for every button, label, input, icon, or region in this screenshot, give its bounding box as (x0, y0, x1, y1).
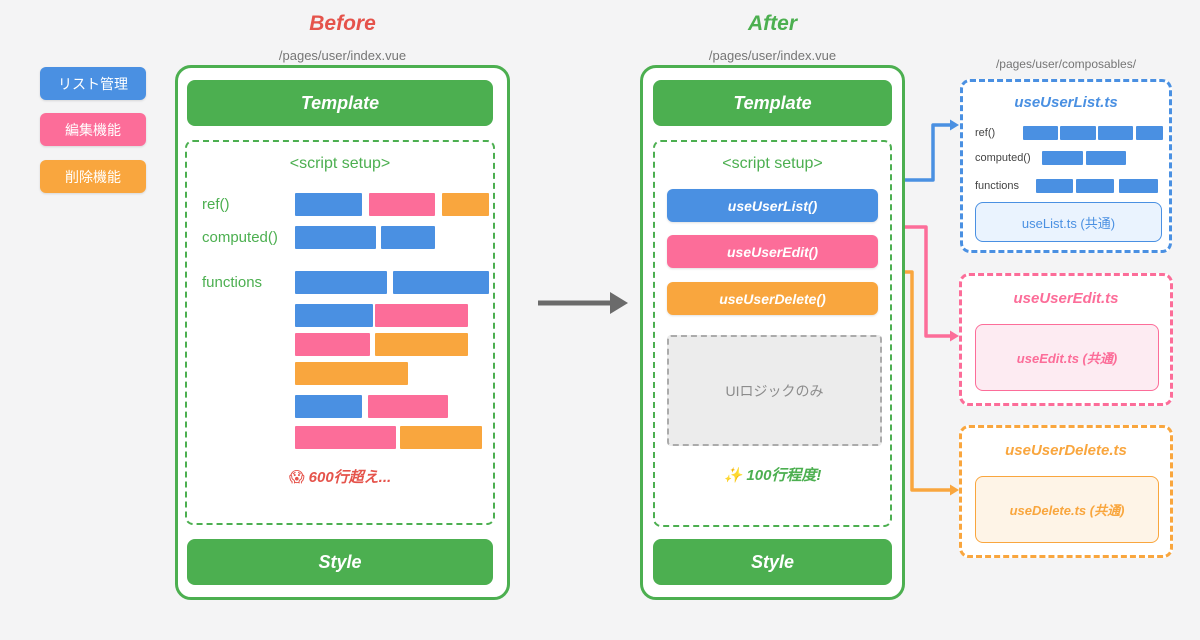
legend-edit-chip: 編集機能 (40, 113, 146, 146)
code-bar-blue (381, 226, 435, 249)
use-user-edit-button: useUserEdit() (667, 235, 878, 268)
code-bar-blue (1036, 179, 1073, 193)
code-bar-orange (375, 333, 468, 356)
legend-delete-chip: 削除機能 (40, 160, 146, 193)
before-computed-label: computed() (202, 229, 278, 246)
after-line-count-note: ✨ 100行程度! (723, 466, 822, 484)
code-bar-pink (368, 395, 448, 418)
uselist-code-bars (963, 82, 1169, 250)
legend-list-chip: リスト管理 (40, 67, 146, 100)
before-title: Before (309, 12, 376, 35)
use-user-delete-file-title: useUserDelete.ts (1005, 441, 1127, 459)
legend-edit-label: 編集機能 (65, 121, 121, 138)
legend-delete-label: 削除機能 (65, 168, 121, 185)
code-bar-blue (295, 304, 373, 327)
before-ref-label: ref() (202, 196, 230, 213)
uselist-connector-line (903, 119, 959, 182)
code-bar-blue (393, 271, 489, 294)
after-path: /pages/user/index.vue (708, 47, 837, 63)
code-bar-blue (1023, 126, 1058, 140)
before-line-count-note: 😱 600行超え... (288, 468, 392, 486)
useedit-shared-box: useEdit.ts (共通) (975, 324, 1159, 391)
before-functions-label: functions (202, 274, 263, 291)
composables-path: /pages/user/composables/ (995, 56, 1137, 71)
code-bar-blue (295, 226, 376, 249)
use-user-list-file-box: useUserList.ts ref() computed() function… (960, 79, 1172, 253)
before-to-after-arrow (538, 292, 628, 314)
code-bar-blue (1098, 126, 1133, 140)
code-bar-blue (1060, 126, 1096, 140)
code-bar-blue (295, 193, 362, 216)
code-bar-blue (1042, 151, 1083, 165)
code-bar-blue (1136, 126, 1163, 140)
before-path: /pages/user/index.vue (278, 47, 407, 63)
uselist-functions-label: functions (975, 180, 1020, 192)
uselist-shared-box: useList.ts (共通) (975, 202, 1162, 242)
after-script-setup-label: <script setup> (722, 155, 823, 172)
before-code-bars (187, 142, 493, 523)
use-user-list-button: useUserList() (667, 189, 878, 222)
use-user-list-file-title: useUserList.ts (1014, 93, 1118, 111)
before-template-header: Template (187, 80, 493, 126)
after-style-header: Style (653, 539, 892, 585)
before-script-setup-label: <script setup> (289, 155, 391, 172)
code-bar-blue (1086, 151, 1126, 165)
usedelete-connector-line (903, 270, 959, 496)
before-style-header: Style (187, 539, 493, 585)
code-bar-blue (1076, 179, 1114, 193)
code-bar-pink (375, 304, 468, 327)
useedit-connector-line (903, 225, 959, 342)
code-bar-orange (442, 193, 489, 216)
use-user-delete-file-box: useUserDelete.ts useDelete.ts (共通) (959, 425, 1173, 558)
code-bar-pink (295, 426, 396, 449)
code-bar-blue (295, 395, 362, 418)
code-bar-orange (295, 362, 408, 385)
use-user-delete-button: useUserDelete() (667, 282, 878, 315)
before-script-setup-box: <script setup> ref() computed() function… (185, 140, 495, 525)
use-user-edit-file-title: useUserEdit.ts (1013, 289, 1119, 307)
after-title: After (747, 12, 797, 35)
after-template-header: Template (653, 80, 892, 126)
code-bar-pink (295, 333, 370, 356)
after-script-setup-box: <script setup> useUserList() useUserEdit… (653, 140, 892, 527)
usedelete-shared-box: useDelete.ts (共通) (975, 476, 1159, 543)
code-bar-blue (295, 271, 387, 294)
uselist-ref-label: ref() (975, 127, 996, 139)
code-bar-orange (400, 426, 482, 449)
legend-list-label: リスト管理 (58, 75, 128, 92)
ui-logic-box: UIロジックのみ (667, 335, 882, 446)
code-bar-blue (1119, 179, 1158, 193)
use-user-edit-file-box: useUserEdit.ts useEdit.ts (共通) (959, 273, 1173, 406)
code-bar-pink (369, 193, 435, 216)
uselist-computed-label: computed() (975, 152, 1031, 164)
